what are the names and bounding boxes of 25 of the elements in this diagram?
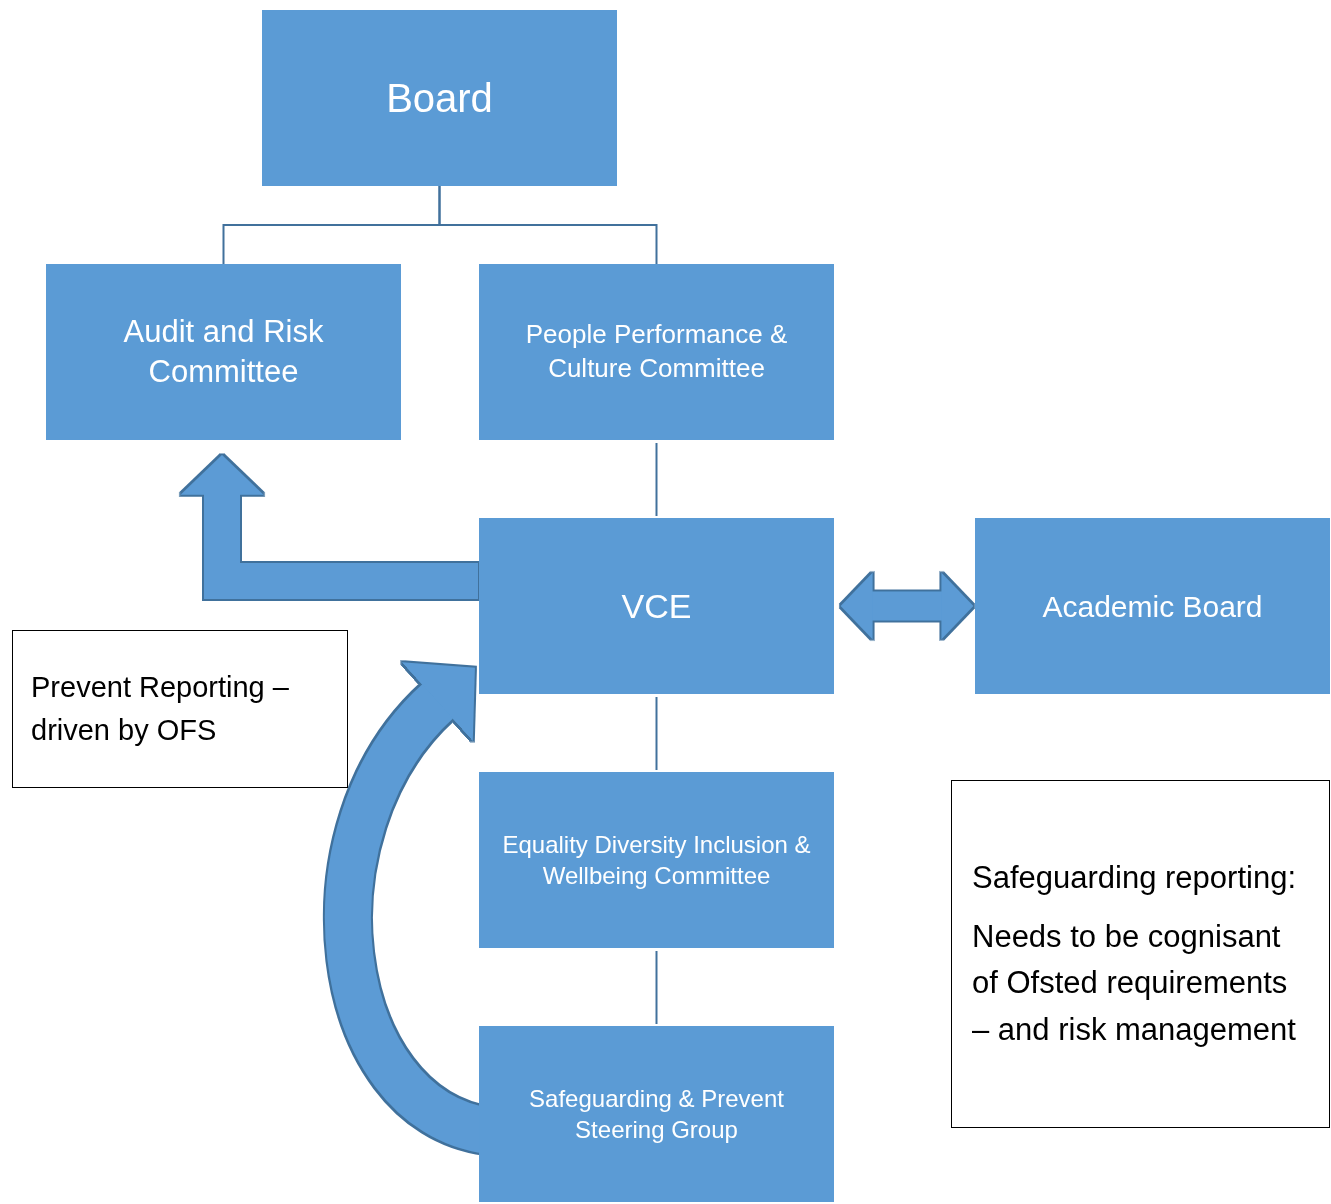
box-label: Audit and Risk Committee [122,312,325,391]
process-box [479,772,834,948]
box-label: Academic Board [1042,588,1263,625]
note-text: Needs to be cognisant of Ofsted requirements – and risk management [972,917,1297,1049]
process-box [975,518,1330,694]
connector-line [655,696,658,771]
process-box [262,10,617,186]
box-label: People Performance & Culture Committee [524,318,789,385]
box-label: Safeguarding & Prevent Steering Group [528,1083,785,1145]
box-label: Equality Diversity Inclusion & Wellbeing Committee [501,829,812,891]
note-heading: Safeguarding reporting: [972,858,1296,897]
process-box [479,264,834,440]
note-box [12,630,348,788]
connector-line [655,442,658,517]
process-box [479,1026,834,1202]
box-label: VCE [621,585,692,627]
connector-line [655,950,658,1025]
note-text: Prevent Reporting – driven by OFS [31,669,290,748]
process-box [479,518,834,694]
block-arrow [840,572,974,640]
box-label: Board [386,75,493,122]
connector-line [438,185,658,265]
block-arrow [180,455,478,599]
note-box [951,780,1330,1128]
process-box [46,264,401,440]
